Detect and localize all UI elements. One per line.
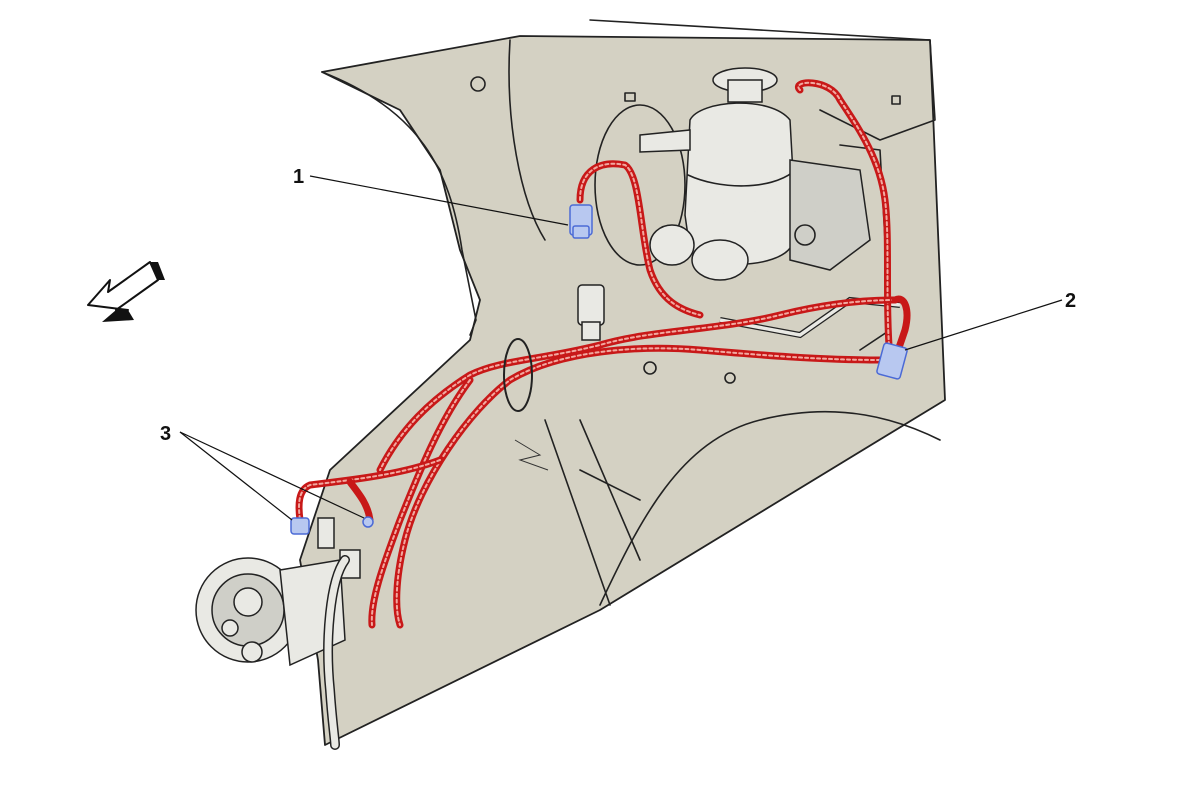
harness-grommet (503, 338, 533, 412)
bulkhead-opening (594, 104, 686, 266)
callout-1: 1 (293, 166, 304, 188)
direction-arrow-icon (87, 261, 165, 322)
connector-1 (569, 204, 593, 239)
panel-slot (624, 92, 636, 102)
panel-notch (514, 439, 549, 471)
callout-3: 3 (160, 423, 171, 445)
panel-slot (891, 95, 901, 105)
hydraulic-unit (649, 144, 891, 351)
leader-line-3a (179, 431, 293, 521)
panel-hole (643, 361, 657, 375)
connector-3b (362, 516, 374, 528)
panel-hole (470, 76, 486, 92)
engine-bay-panel (299, 35, 946, 746)
lower-wheelarch (599, 410, 941, 606)
wiring-harness-branch-3b (346, 478, 374, 524)
connector-2 (876, 342, 908, 380)
lower-panel-ridge (544, 419, 641, 606)
callout-2: 2 (1065, 290, 1076, 312)
leader-line-1 (309, 175, 569, 226)
leader-line-2 (904, 299, 1063, 351)
panel-hole (724, 372, 736, 384)
power-steering-reservoir (639, 67, 796, 266)
pressure-sensor (577, 284, 605, 341)
wiring-harness-main (376, 296, 899, 474)
connector-3a (290, 517, 310, 535)
leader-line-3b (179, 431, 365, 519)
wall-ridge (508, 39, 546, 241)
inner-wall-contour (321, 71, 477, 336)
